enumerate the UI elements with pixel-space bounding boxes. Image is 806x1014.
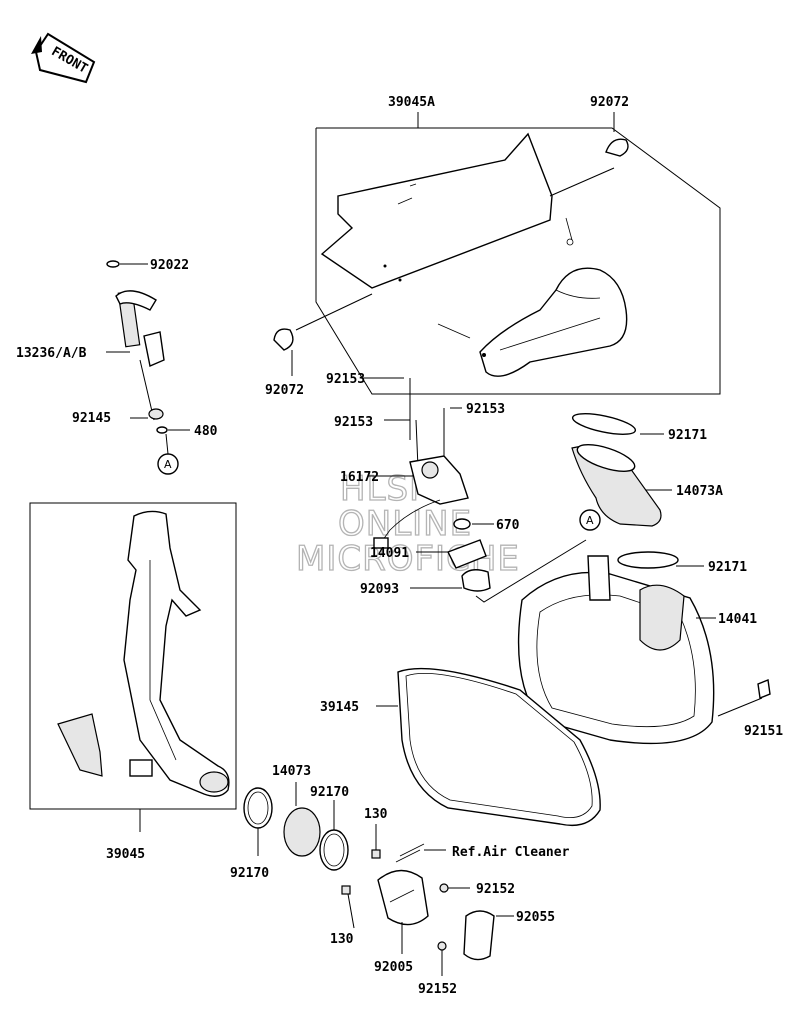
label-480: 480 <box>194 424 218 439</box>
label-92022: 92022 <box>150 258 189 273</box>
label-92171-top: 92171 <box>668 428 707 443</box>
label-13236: 13236/A/B <box>16 346 87 361</box>
shift-lever-group <box>106 260 190 475</box>
label-92170-a: 92170 <box>310 785 349 800</box>
label-14073A: 14073A <box>676 484 723 499</box>
label-130-a: 130 <box>364 807 388 822</box>
label-a-right: A <box>586 514 594 527</box>
label-92153-c: 92153 <box>466 402 505 417</box>
label-39145: 39145 <box>320 700 359 715</box>
label-92005: 92005 <box>374 960 413 975</box>
label-39045: 39045 <box>106 847 145 862</box>
label-ref-air-cleaner: Ref.Air Cleaner <box>452 845 570 860</box>
front-arrow-icon: FRONT <box>31 32 96 84</box>
callout-labels: 39045A 92072 92072 92022 13236/A/B 92145… <box>16 95 783 997</box>
label-14073: 14073 <box>272 764 311 779</box>
label-92153-a: 92153 <box>326 372 365 387</box>
clamp-group <box>243 782 514 976</box>
label-92153-b: 92153 <box>334 415 373 430</box>
label-92152-a: 92152 <box>476 882 515 897</box>
label-92072-left: 92072 <box>265 383 304 398</box>
converter-cover-group <box>376 413 771 827</box>
label-130-b: 130 <box>330 932 354 947</box>
label-92151: 92151 <box>744 724 783 739</box>
watermark-line-2: ONLINE <box>338 504 472 544</box>
label-39045A: 39045A <box>388 95 435 110</box>
label-92093: 92093 <box>360 582 399 597</box>
label-92072-top: 92072 <box>590 95 629 110</box>
label-92170-b: 92170 <box>230 866 269 881</box>
label-92152-b: 92152 <box>418 982 457 997</box>
label-14091: 14091 <box>370 546 409 561</box>
label-670: 670 <box>496 518 520 533</box>
intake-duct-group <box>29 502 237 832</box>
label-14041: 14041 <box>718 612 757 627</box>
label-92171-mid: 92171 <box>708 560 747 575</box>
label-a-left: A <box>164 458 172 471</box>
label-16172: 16172 <box>340 470 379 485</box>
cover-assembly-group <box>273 112 721 395</box>
throttle-body-group <box>360 377 587 603</box>
label-92145: 92145 <box>72 411 111 426</box>
label-92055: 92055 <box>516 910 555 925</box>
